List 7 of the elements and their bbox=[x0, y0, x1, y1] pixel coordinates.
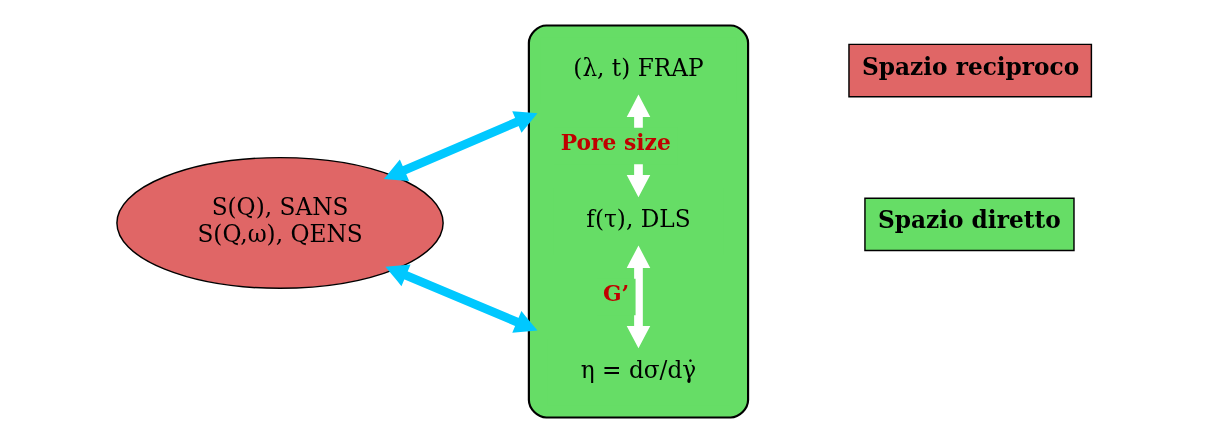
legend-label: Spazio diretto bbox=[877, 206, 1061, 234]
node-text: f(τ), DLS bbox=[585, 205, 691, 233]
edge-label: Pore size bbox=[560, 130, 671, 156]
edge-label: G’ bbox=[602, 281, 629, 307]
node-text: η = dσ/dγ̇ bbox=[580, 355, 696, 383]
node-text: (λ, t) FRAP bbox=[572, 54, 704, 82]
legend-label: Spazio reciproco bbox=[861, 52, 1079, 80]
